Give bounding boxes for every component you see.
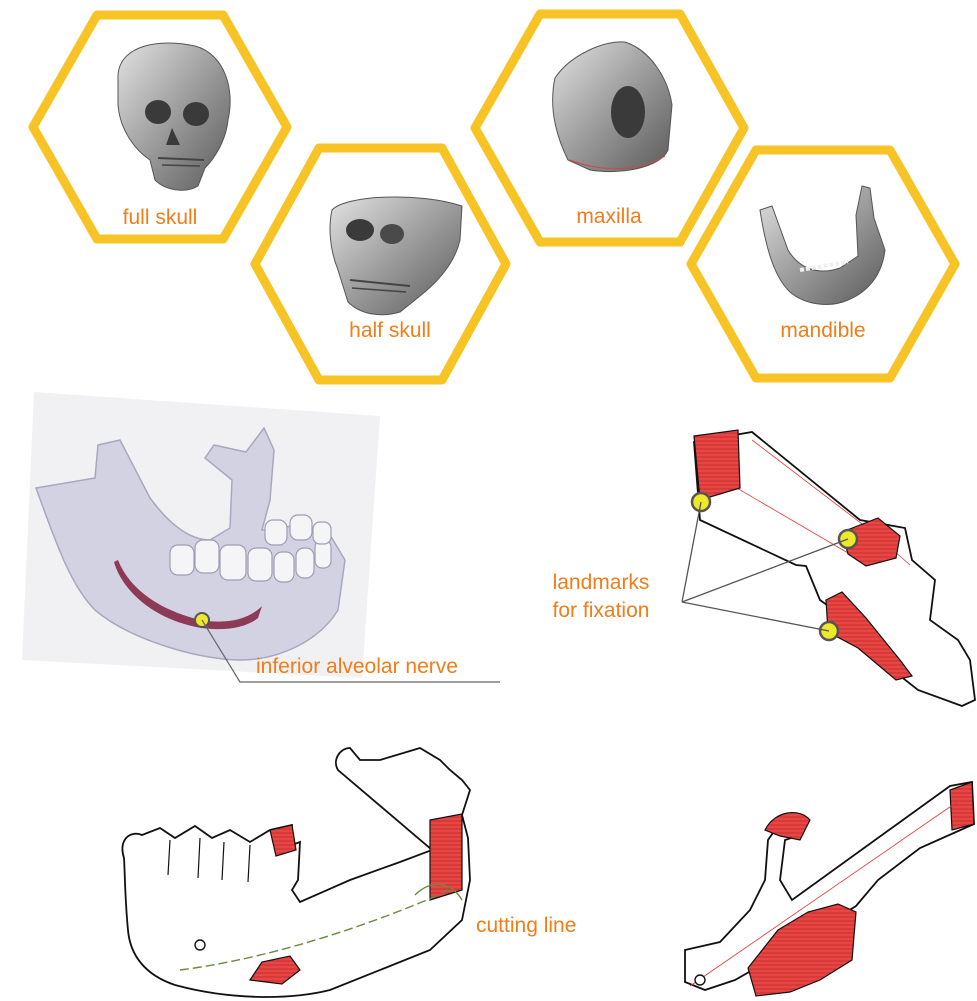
- half-skull-icon: [330, 197, 462, 315]
- hexagon-label: mandible: [780, 319, 865, 342]
- mandible-outline-cutting: cutting line: [122, 748, 576, 997]
- nerve-illustration: inferior alveolar nerve: [22, 392, 500, 682]
- landmarks-label-line-2: for fixation: [553, 599, 650, 622]
- hexagon-label: half skull: [349, 319, 431, 342]
- hexagon-full-skull: full skull: [33, 15, 287, 239]
- cutting-guide-landmarks: landmarks for fixation: [553, 430, 975, 706]
- hexagon-maxilla: maxilla: [475, 14, 744, 242]
- hexagon-half-skull: half skull: [255, 148, 506, 380]
- skull-icon: [118, 43, 230, 190]
- nerve-label: inferior alveolar nerve: [256, 655, 458, 678]
- hexagon-label: full skull: [123, 206, 198, 229]
- hexagon-mandible: mandible: [691, 150, 955, 378]
- mandible-icon: [760, 186, 885, 304]
- hexagon-label: maxilla: [576, 205, 642, 228]
- cutting-label: cutting line: [476, 914, 576, 937]
- landmarks-label-line-1: landmarks: [553, 571, 650, 594]
- maxilla-icon: [553, 42, 672, 172]
- guide-block-bottom: [826, 592, 912, 680]
- guide-on-mandible: [685, 782, 974, 996]
- guide-block-left: [694, 430, 740, 500]
